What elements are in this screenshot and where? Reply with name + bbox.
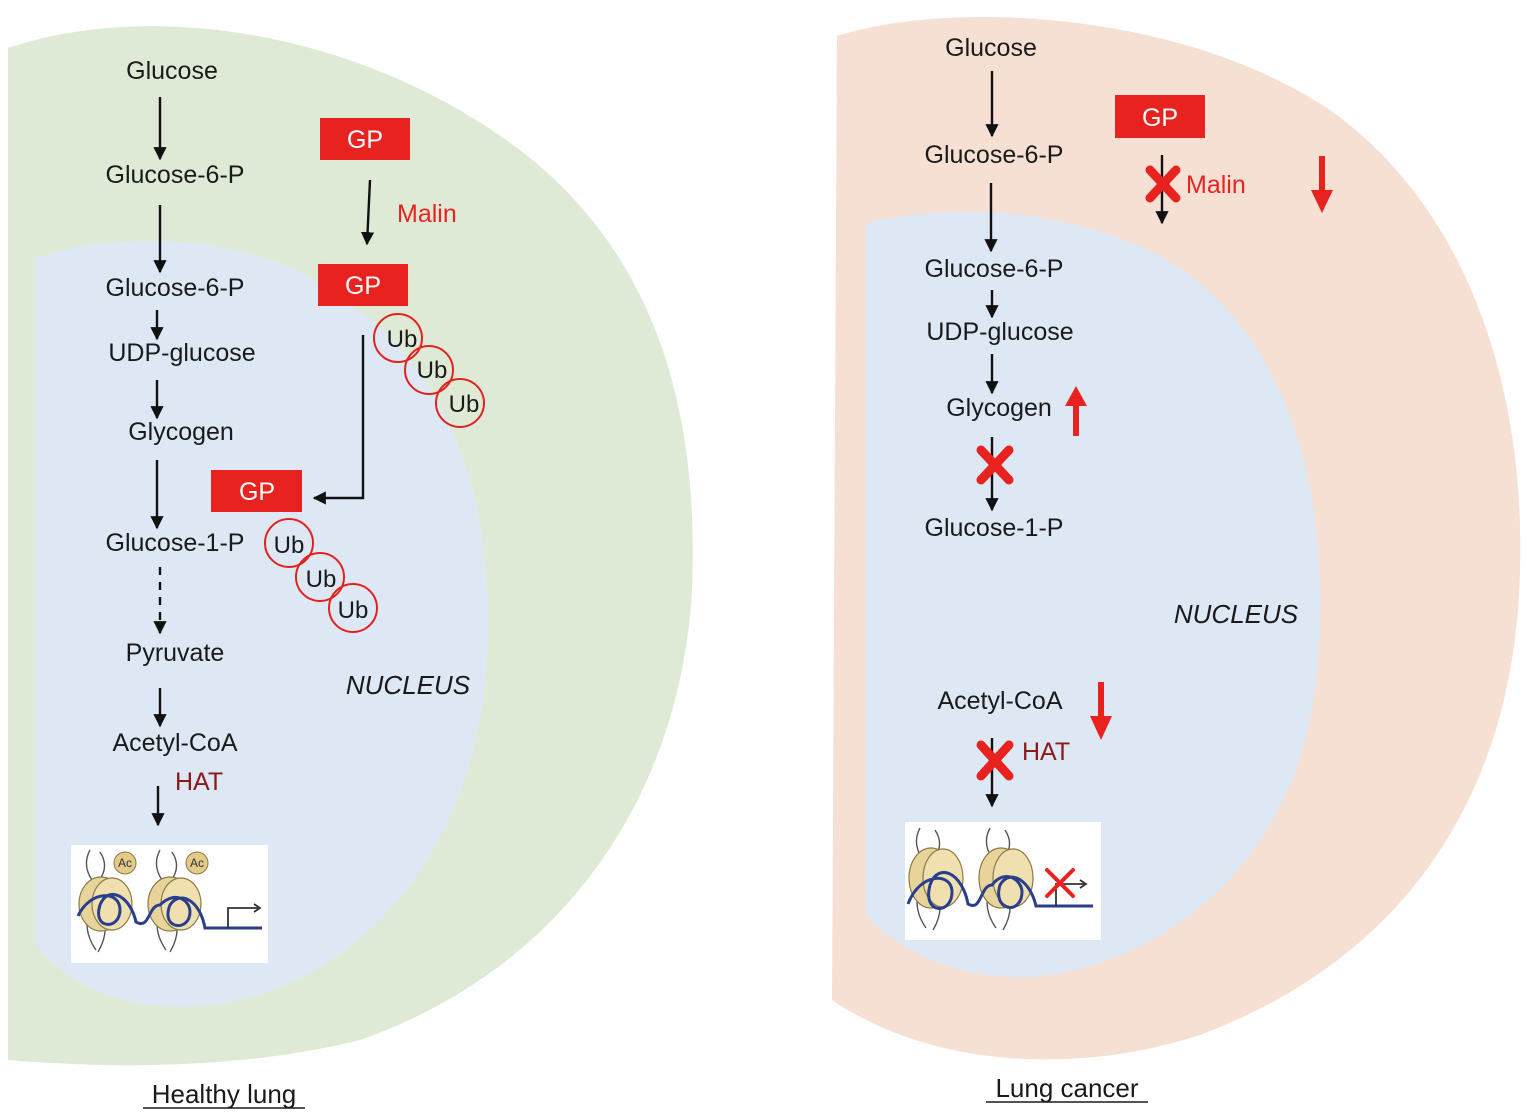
healthy-hat-label: HAT bbox=[175, 768, 223, 796]
ub-label: Ub bbox=[338, 597, 369, 624]
healthy-nucleus bbox=[36, 241, 489, 1007]
gp-label: GP bbox=[345, 272, 381, 300]
healthy-pyruvate-label: Pyruvate bbox=[126, 639, 225, 667]
cancer-nucleus-label: NUCLEUS bbox=[1174, 599, 1299, 629]
ub-circle bbox=[295, 552, 345, 602]
ub-circle bbox=[264, 518, 314, 568]
healthy-acetyl-label: Acetyl-CoA bbox=[112, 729, 237, 757]
nucleosome-icon: Ac Ac bbox=[71, 845, 268, 963]
healthy-lung-panel: Glucose Glucose-6-P Glucose-6-P UDP-gluc… bbox=[8, 26, 693, 1109]
red-down-arrow-icon bbox=[1090, 682, 1112, 740]
cancer-malin-label: Malin bbox=[1186, 171, 1246, 199]
arrow-left-icon bbox=[312, 335, 365, 505]
gp-label: GP bbox=[347, 126, 383, 154]
healthy-gp-box-3 bbox=[211, 470, 302, 512]
healthy-glucose-label: Glucose bbox=[126, 57, 218, 85]
healthy-caption: Healthy lung bbox=[152, 1079, 297, 1109]
cancer-caption: Lung cancer bbox=[995, 1073, 1138, 1103]
nucleosome-icon bbox=[905, 822, 1101, 940]
red-x-icon bbox=[1045, 868, 1075, 898]
cancer-g6p-nuc-label: Glucose-6-P bbox=[925, 255, 1064, 283]
healthy-g6p-nuc-label: Glucose-6-P bbox=[106, 274, 245, 302]
healthy-gp-box-2 bbox=[318, 264, 408, 306]
ub-chain-2: Ub Ub Ub bbox=[264, 518, 378, 633]
ub-label: Ub bbox=[449, 391, 480, 418]
cancer-udp-label: UDP-glucose bbox=[926, 318, 1073, 346]
red-x-icon bbox=[1145, 165, 1181, 203]
ub-label: Ub bbox=[274, 532, 305, 559]
ub-chain-1: Ub Ub Ub bbox=[373, 313, 485, 428]
cancer-hat-label: HAT bbox=[1022, 738, 1070, 766]
healthy-g1p-label: Glucose-1-P bbox=[106, 529, 245, 557]
cancer-acetyl-label: Acetyl-CoA bbox=[937, 687, 1062, 715]
red-up-arrow-icon bbox=[1065, 386, 1087, 436]
cancer-glucose-label: Glucose bbox=[945, 34, 1037, 62]
arrow-down-icon bbox=[360, 179, 375, 246]
red-x-icon bbox=[976, 740, 1014, 781]
ub-circle bbox=[435, 378, 485, 428]
ub-label: Ub bbox=[306, 566, 337, 593]
ub-circle bbox=[404, 345, 454, 395]
ub-circle bbox=[373, 313, 423, 363]
red-down-arrow-icon bbox=[1311, 156, 1333, 213]
cancer-nucleus bbox=[866, 211, 1321, 978]
ub-circle bbox=[328, 583, 378, 633]
ub-label: Ub bbox=[417, 357, 448, 384]
healthy-glycogen-label: Glycogen bbox=[128, 418, 234, 446]
healthy-malin-label: Malin bbox=[397, 200, 457, 228]
ub-label: Ub bbox=[387, 326, 418, 353]
cancer-glycogen-label: Glycogen bbox=[946, 394, 1052, 422]
red-x-icon bbox=[976, 445, 1014, 485]
healthy-gp-box-1 bbox=[320, 118, 410, 160]
cancer-gp-box bbox=[1115, 95, 1205, 138]
gp-label: GP bbox=[239, 478, 275, 506]
gp-label: GP bbox=[1142, 104, 1178, 132]
healthy-g6p-cyto-label: Glucose-6-P bbox=[106, 161, 245, 189]
healthy-nucleus-label: NUCLEUS bbox=[346, 670, 471, 700]
ac-label: Ac bbox=[190, 856, 204, 870]
healthy-udp-label: UDP-glucose bbox=[108, 339, 255, 367]
ac-label: Ac bbox=[118, 856, 132, 870]
lung-cancer-panel: Glucose Glucose-6-P Glucose-6-P UDP-gluc… bbox=[832, 16, 1521, 1103]
cancer-g6p-cyto-label: Glucose-6-P bbox=[925, 141, 1064, 169]
cancer-g1p-label: Glucose-1-P bbox=[925, 514, 1064, 542]
